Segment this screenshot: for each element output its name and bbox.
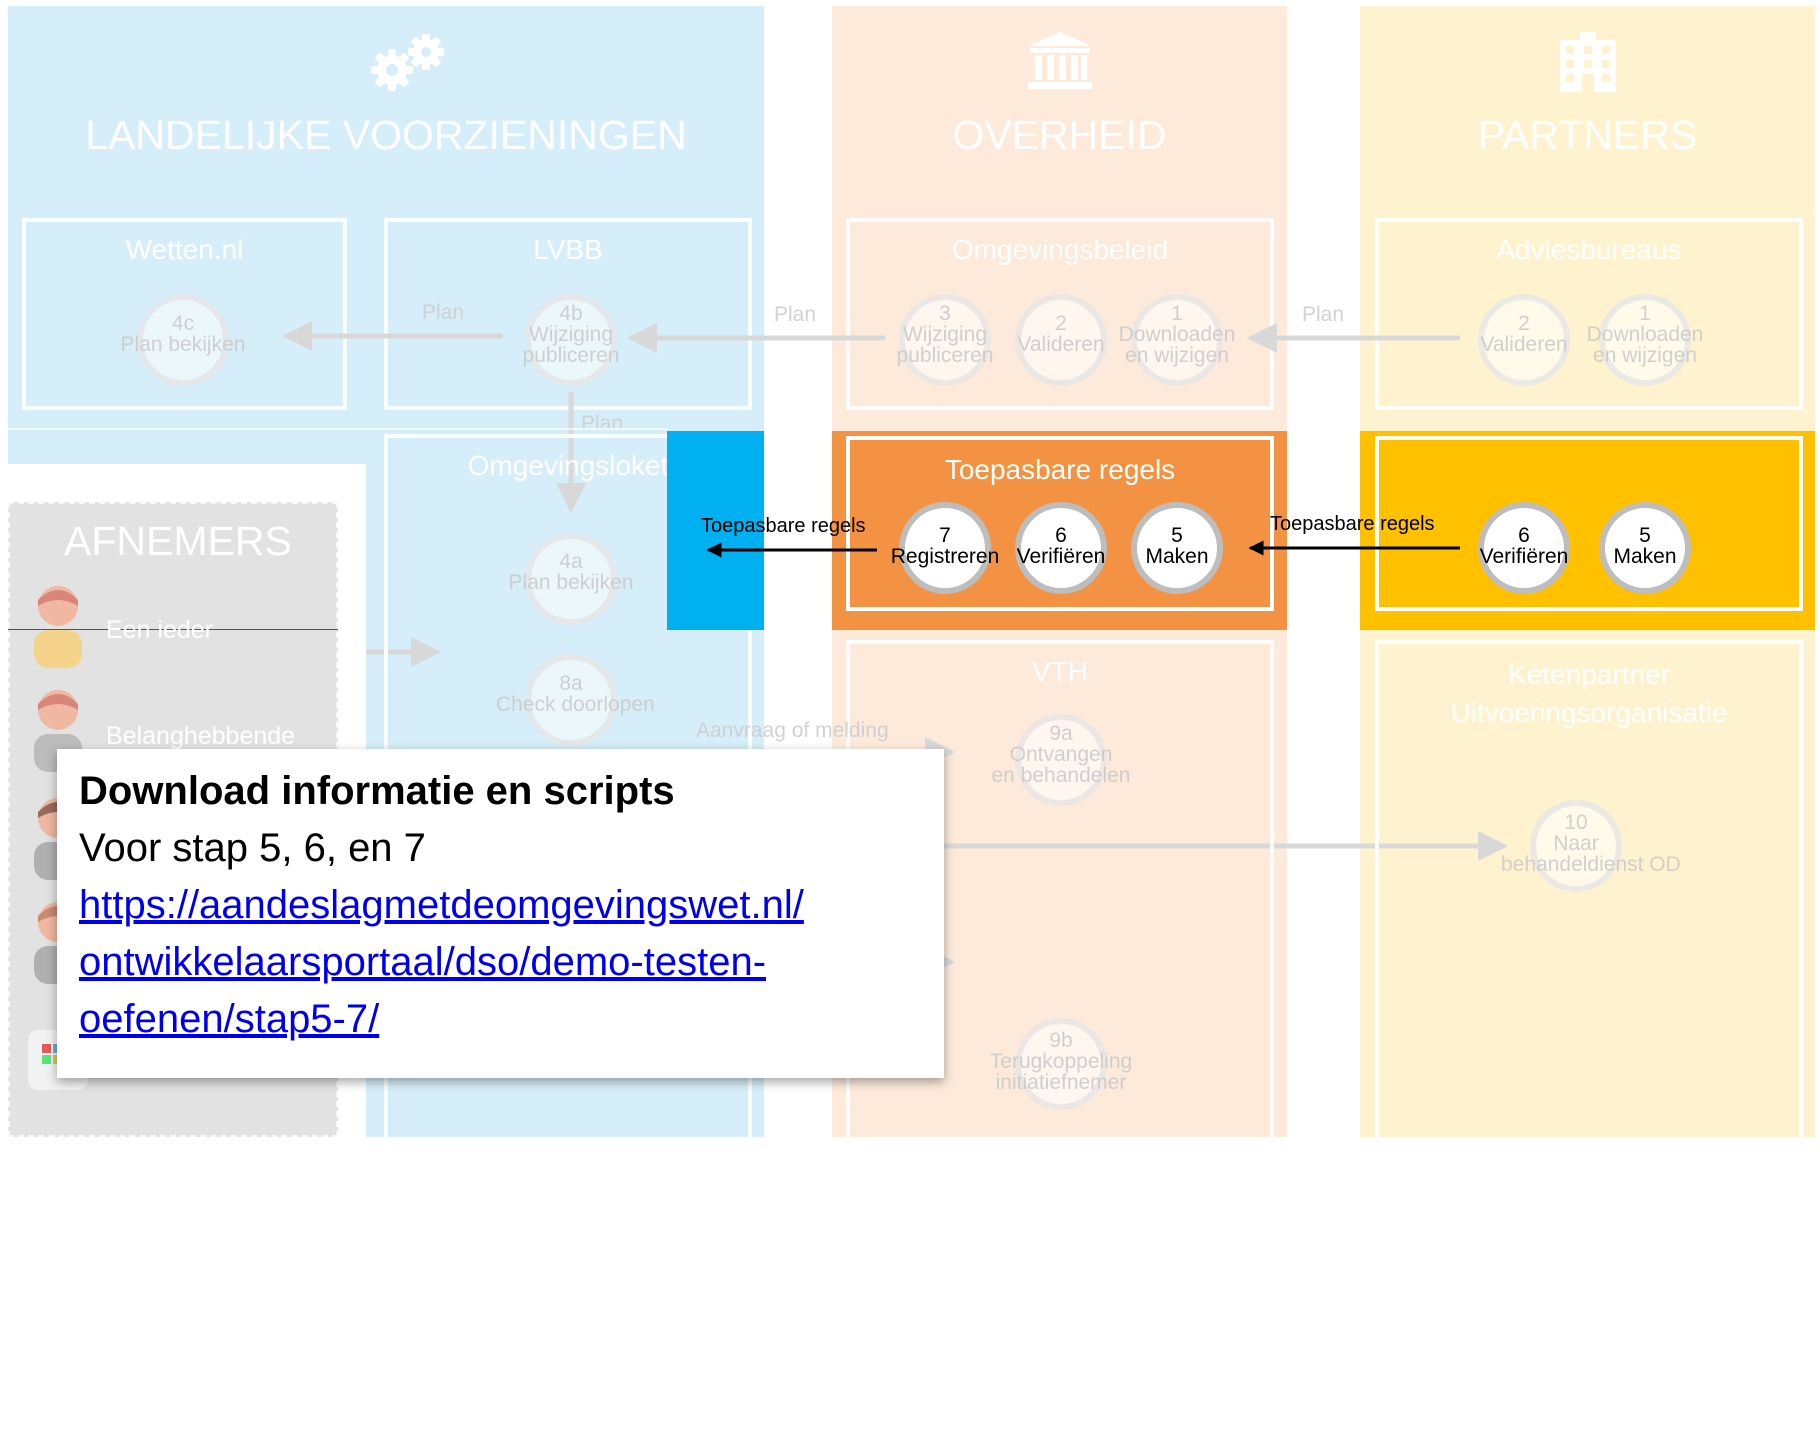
link-line-2: ontwikkelaarsportaal/dso/demo-testen- <box>79 940 767 984</box>
afnemers-title: AFNEMERS <box>64 518 292 564</box>
lvbb-title: LVBB <box>533 234 603 265</box>
government-building-icon <box>1026 30 1094 90</box>
toepasbare-arrows <box>706 540 1460 558</box>
partners-highlight-box <box>1375 436 1803 611</box>
step-5-overheid-circle <box>1131 502 1223 594</box>
step-2-overheid-circle <box>1015 294 1107 386</box>
adviesbureaus-box: Adviesbureaus <box>1375 218 1803 410</box>
person-avatar-een-ieder <box>30 584 86 668</box>
omgevingsbeleid-box: Omgevingsbeleid <box>846 218 1274 410</box>
link-line-3: oefenen/stap5-7/ <box>79 997 380 1041</box>
overheid-title: OVERHEID <box>952 112 1167 158</box>
step-4a-circle <box>525 533 617 625</box>
download-link[interactable]: https://aandeslagmetdeomgevingswet.nl/ o… <box>79 877 922 1048</box>
wetten-title: Wetten.nl <box>125 234 244 265</box>
aanvraag-label: Aanvraag of melding <box>696 719 889 742</box>
een-ieder-label: Een ieder <box>106 616 214 644</box>
step-10-circle <box>1530 800 1622 892</box>
step-5-partners-circle <box>1599 502 1691 594</box>
omgevingsloket-highlight <box>667 431 764 630</box>
step-4c-circle <box>137 294 229 386</box>
step-2-partners-circle <box>1478 294 1570 386</box>
popup-title: Download informatie en scripts <box>79 769 675 813</box>
adviesbureaus-title: Adviesbureaus <box>1496 234 1682 265</box>
toepasbare-regels-title: Toepasbare regels <box>944 454 1176 485</box>
wetten-box: Wetten.nl <box>22 218 347 410</box>
link-line-1: https://aandeslagmetdeomgevingswet.nl/ <box>79 883 804 927</box>
belanghebbende-label: Belanghebbende <box>106 722 296 750</box>
step-6-partners-circle <box>1478 502 1570 594</box>
step-1-partners-circle <box>1599 294 1691 386</box>
lvbb-box: LVBB <box>384 218 752 410</box>
plan-label-partners-overheid: Plan <box>1302 303 1345 326</box>
step-1-overheid-circle <box>1131 294 1223 386</box>
step-4b-circle <box>525 294 617 386</box>
download-popup: Download informatie en scripts Voor stap… <box>57 749 944 1078</box>
popup-subtitle: Voor stap 5, 6, en 7 <box>79 826 426 870</box>
toepasbare-label-left: Toepasbare regels <box>701 515 866 537</box>
plan-label-lvbb-wetten: Plan <box>422 301 465 324</box>
step-3-circle <box>899 294 991 386</box>
partners-highlight-band <box>1360 431 1815 630</box>
office-building-icon <box>1554 30 1622 94</box>
step-6-overheid-circle <box>1015 502 1107 594</box>
omgevingsloket-title: Omgevingsloket <box>467 450 669 481</box>
partners-title: PARTNERS <box>1477 112 1698 158</box>
step-7-circle <box>899 502 991 594</box>
thin-separator <box>8 629 338 630</box>
landelijke-title: LANDELIJKE VOORZIENINGEN <box>85 112 687 158</box>
toepasbare-label-right: Toepasbare regels <box>1270 513 1435 535</box>
step-9a-circle <box>1015 714 1107 806</box>
gears-icon <box>368 30 452 94</box>
step-8a-circle <box>525 654 617 746</box>
landelijke-divider <box>8 428 668 430</box>
toepasbare-regels-box: Toepasbare regels <box>846 436 1274 611</box>
omgevingsbeleid-title: Omgevingsbeleid <box>951 234 1169 265</box>
plan-label-overheid-lvbb: Plan <box>774 303 817 326</box>
vth-title: VTH <box>1032 656 1088 687</box>
step-9b-circle <box>1015 1018 1107 1110</box>
